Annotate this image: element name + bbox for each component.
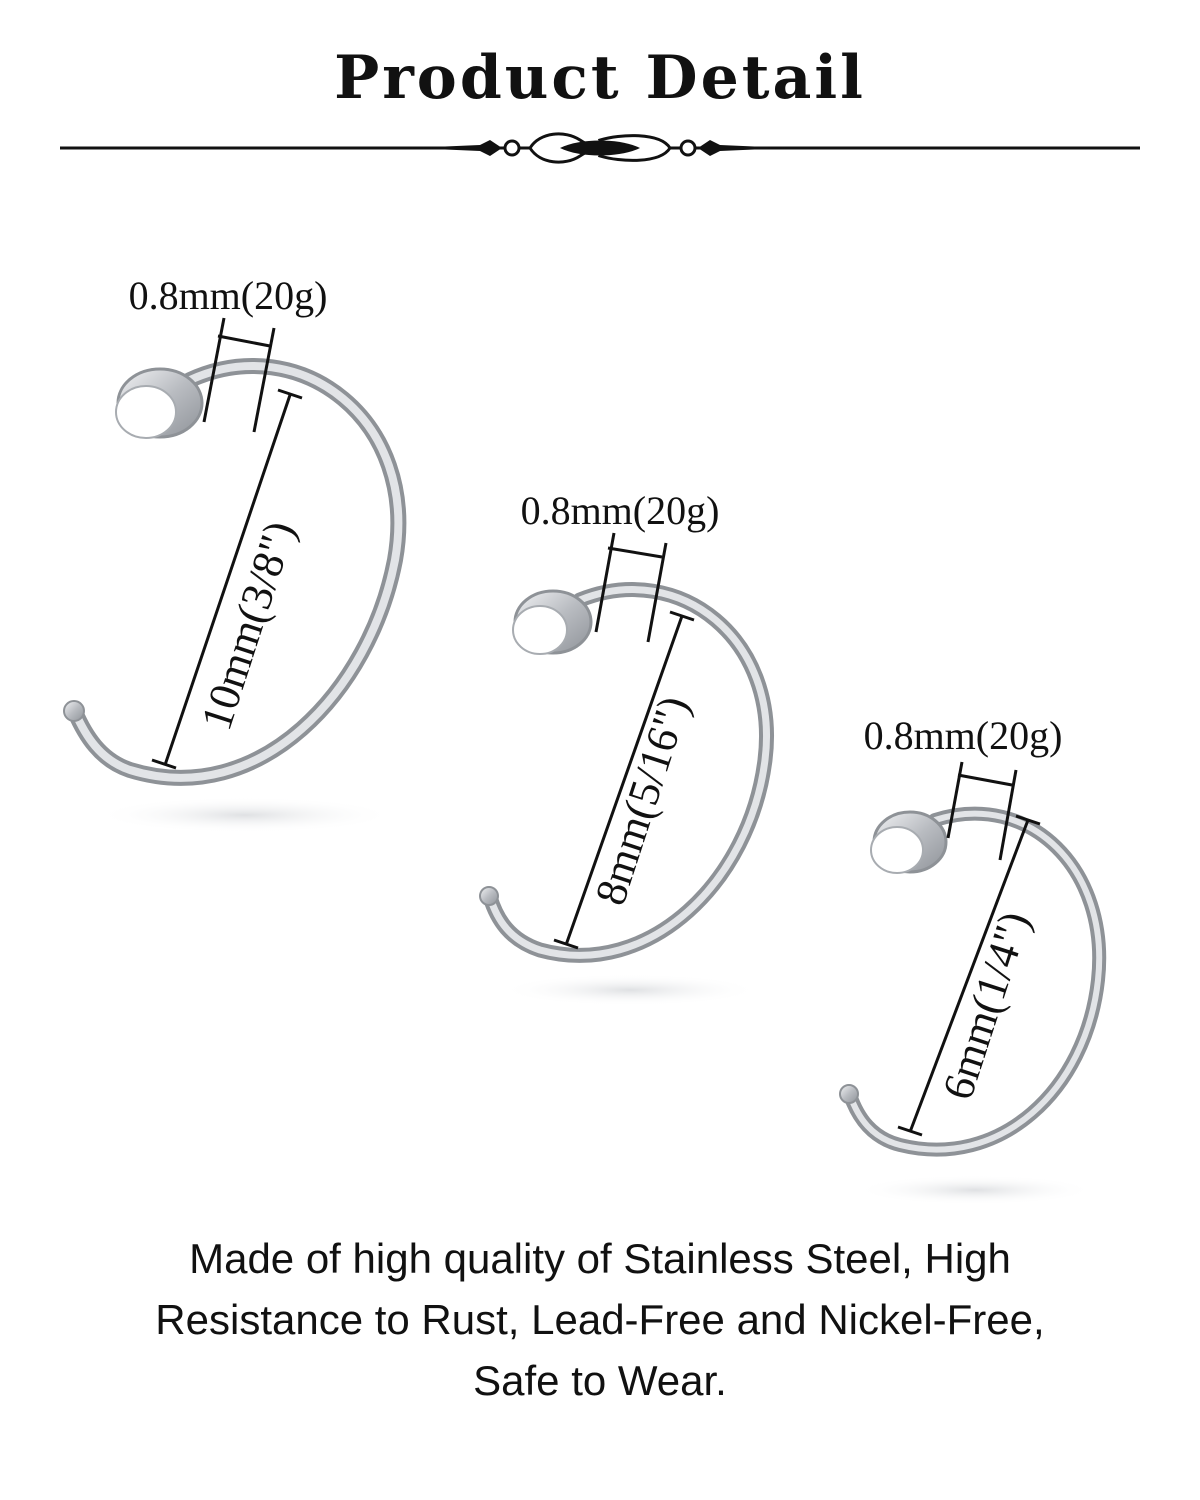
nose-ring-small: 0.8mm(20g) 6mm(1/4")	[839, 713, 1107, 1205]
description-line: Resistance to Rust, Lead-Free and Nickel…	[155, 1296, 1045, 1343]
description-line: Made of high quality of Stainless Steel,…	[189, 1235, 1011, 1282]
ring-3-gauge-label: 0.8mm(20g)	[864, 713, 1063, 758]
ring-2-diameter-label: 8mm(5/16")	[586, 690, 699, 911]
description-line: Safe to Wear.	[473, 1357, 727, 1404]
ring-1-diameter-label: 10mm(3/8")	[192, 515, 305, 736]
nose-ring-large: 0.8mm(20g) 10mm(3/8")	[63, 273, 407, 833]
nose-ring-medium: 0.8mm(20g) 8mm(5/16")	[479, 488, 774, 1006]
ornamental-divider	[60, 132, 1140, 164]
ring-3-diameter-label: 6mm(1/4")	[933, 906, 1040, 1106]
ring-2-gauge-label: 0.8mm(20g)	[521, 488, 720, 533]
ring-1-gauge-label: 0.8mm(20g)	[129, 273, 328, 318]
page-title: Product Detail	[334, 43, 866, 113]
product-description: Made of high quality of Stainless Steel,…	[60, 1228, 1140, 1411]
